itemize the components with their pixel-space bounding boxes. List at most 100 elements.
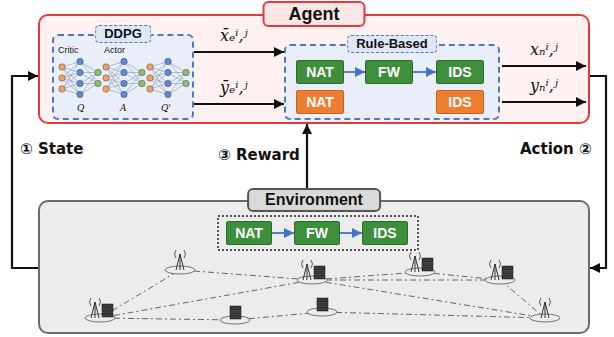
neuron — [147, 75, 153, 81]
neuron — [95, 69, 101, 75]
network-link — [312, 272, 420, 280]
flow-label: ① State — [18, 140, 85, 158]
connector — [12, 76, 38, 268]
neuron — [139, 69, 145, 75]
environment-fill — [39, 201, 589, 333]
tower-symbol — [541, 302, 549, 318]
function-box: IDS — [436, 90, 484, 114]
neuron — [121, 80, 127, 86]
network-label: Critic — [58, 45, 79, 55]
signal-symbol — [540, 298, 551, 306]
neuron — [59, 86, 65, 92]
signal-symbol — [410, 252, 421, 260]
function-box: IDS — [362, 221, 408, 245]
network-link — [62, 73, 80, 90]
network-link — [312, 280, 545, 318]
neuron — [183, 69, 189, 75]
tower-symbol — [491, 264, 499, 280]
connector — [340, 232, 362, 234]
function-name: NAT — [306, 94, 334, 110]
network-label: Q' — [161, 103, 171, 113]
rule-fill — [285, 45, 499, 119]
network-link — [150, 73, 168, 90]
site-ring — [297, 276, 327, 284]
neuron — [121, 91, 127, 97]
server-symbol — [314, 266, 325, 270]
neuron — [121, 58, 127, 64]
neuron — [77, 80, 83, 86]
server-symbol — [502, 271, 513, 275]
flow-label: ③ Reward — [216, 146, 302, 164]
connector — [590, 76, 606, 268]
function-name: IDS — [448, 94, 471, 110]
neuron — [183, 80, 189, 86]
chain-frame — [218, 216, 418, 250]
server-symbol — [230, 311, 241, 315]
agent-fill — [39, 15, 589, 123]
site-ring — [220, 316, 250, 324]
network-link — [106, 73, 124, 90]
neuron — [59, 64, 65, 70]
connector — [306, 124, 308, 188]
function-name: IDS — [448, 64, 471, 80]
site-ring — [405, 268, 435, 276]
network-link — [100, 270, 180, 318]
function-name: FW — [306, 225, 328, 241]
neuron — [165, 91, 171, 97]
output-symbol: yₙⁱ,ʲ — [530, 76, 558, 95]
network-link — [322, 312, 545, 318]
output-arrow — [502, 65, 586, 67]
neuron — [77, 69, 83, 75]
neuron — [147, 86, 153, 92]
function-name: FW — [378, 64, 400, 80]
action-symbol: ȳₑⁱ,ʲ — [220, 78, 248, 97]
function-box: IDS — [436, 60, 484, 84]
function-name: NAT — [306, 64, 334, 80]
neuron — [147, 64, 153, 70]
action-symbol: x̄ₑⁱ,ʲ — [220, 26, 248, 45]
server-symbol — [230, 315, 241, 319]
network-link — [312, 280, 500, 281]
output-arrow — [502, 101, 586, 103]
neuron — [165, 58, 171, 64]
signal-symbol — [490, 260, 501, 268]
neuron — [103, 86, 109, 92]
network-link — [500, 280, 545, 318]
connector — [272, 232, 294, 234]
neuron — [121, 69, 127, 75]
neuron — [95, 80, 101, 86]
server-symbol — [502, 266, 513, 270]
ddpg-fill — [53, 35, 193, 119]
server-symbol — [102, 304, 113, 308]
function-box: NAT — [296, 90, 344, 114]
server-symbol — [317, 298, 328, 302]
server-symbol — [314, 271, 325, 275]
server-symbol — [314, 275, 325, 279]
neuron — [139, 80, 145, 86]
server-symbol — [102, 309, 113, 313]
neuron — [77, 58, 83, 64]
connector — [194, 51, 284, 53]
flow-label: Action ② — [518, 140, 594, 158]
function-name: NAT — [235, 225, 263, 241]
server-symbol — [422, 258, 433, 262]
tower-symbol — [411, 256, 419, 272]
site-ring — [307, 308, 337, 316]
neuron — [59, 75, 65, 81]
signal-symbol — [302, 260, 313, 268]
function-box: FW — [294, 221, 340, 245]
network-label: Actor — [104, 45, 125, 55]
network-link — [100, 318, 235, 320]
neuron — [165, 80, 171, 86]
signal-symbol — [90, 298, 101, 306]
tower-symbol — [176, 254, 184, 270]
neuron — [77, 91, 83, 97]
region-title: DDPG — [95, 25, 151, 43]
region-title: Agent — [263, 1, 366, 27]
server-symbol — [230, 306, 241, 310]
site-ring — [485, 276, 515, 284]
site-ring — [85, 314, 115, 322]
output-symbol: xₙⁱ,ʲ — [530, 40, 558, 59]
connector — [413, 71, 436, 73]
